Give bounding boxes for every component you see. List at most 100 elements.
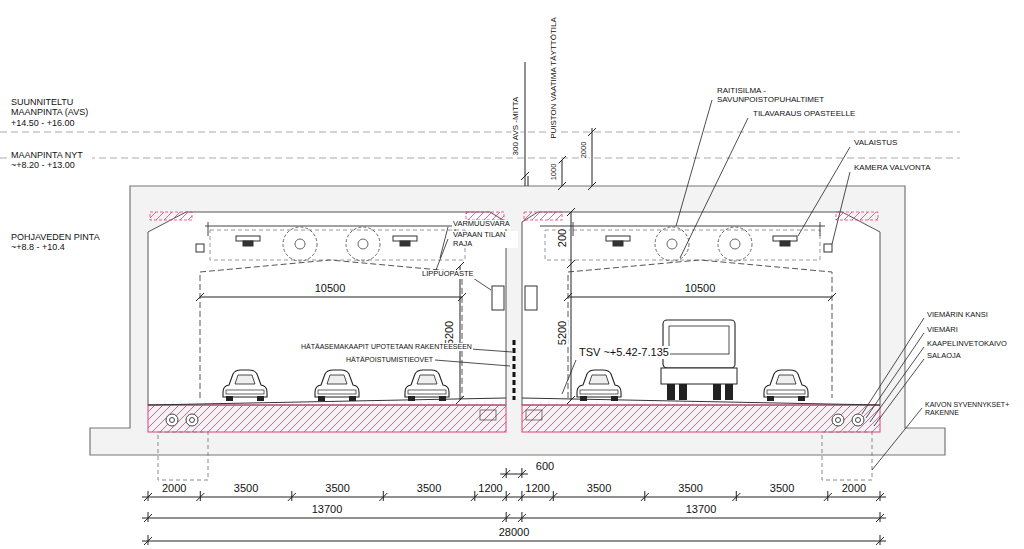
wheel xyxy=(257,396,264,401)
pipe xyxy=(186,414,198,426)
fan-hub xyxy=(667,239,677,249)
dimension-tick xyxy=(458,293,466,301)
dimension-line xyxy=(562,160,563,186)
extension-line xyxy=(148,535,149,545)
extension-line xyxy=(506,512,507,522)
dimension-value: 3500 xyxy=(324,482,350,495)
fan xyxy=(718,227,752,261)
wheel xyxy=(713,384,721,400)
car xyxy=(764,370,808,401)
extension-line xyxy=(148,512,149,522)
wheel xyxy=(318,396,325,401)
callout-label: TSV ~+5.42-7.135 xyxy=(578,346,670,359)
cable-duct xyxy=(526,410,542,420)
dimension-value: 1200 xyxy=(524,482,550,495)
hanger xyxy=(573,222,574,236)
equipment-zone xyxy=(210,230,465,260)
extension-line xyxy=(880,491,881,501)
wheel xyxy=(667,384,675,400)
wheel xyxy=(439,396,446,401)
ticket-sign xyxy=(492,286,504,310)
roof-insulation xyxy=(836,212,878,220)
car-window xyxy=(417,375,437,384)
tunnel-structure xyxy=(90,186,945,455)
tunnel-cell xyxy=(522,212,880,405)
pipe xyxy=(190,418,195,423)
dimension-line xyxy=(460,266,461,400)
callout-label: VARMUUSVARA xyxy=(452,220,511,229)
car xyxy=(405,370,449,401)
extension-line xyxy=(827,491,828,501)
equipment-zone xyxy=(545,230,820,260)
truck xyxy=(661,320,737,400)
extension-line xyxy=(200,491,201,501)
dimension-tick xyxy=(588,128,596,136)
extension-line xyxy=(644,491,645,501)
car-window xyxy=(776,375,796,384)
callout-label: VIEMÄRIN KANSI xyxy=(926,311,989,320)
wheel xyxy=(611,396,618,401)
car-window xyxy=(327,375,347,384)
callout-label: SALAOJA xyxy=(926,352,962,361)
dimension-value: 1200 xyxy=(477,482,503,495)
light-fixture xyxy=(400,241,410,246)
dimension-tick xyxy=(456,262,464,270)
clearance-envelope xyxy=(200,260,462,398)
dimension-tick xyxy=(456,396,464,404)
car-window xyxy=(235,375,255,384)
car-bumper xyxy=(408,390,446,394)
camera xyxy=(196,244,204,252)
leader-line xyxy=(680,118,748,258)
leader-line xyxy=(436,239,448,270)
leader-line xyxy=(866,333,924,418)
dimension-value: 2000 xyxy=(580,141,589,160)
dimension-value: 600 xyxy=(535,460,555,473)
road-slab xyxy=(148,405,506,432)
extension-line xyxy=(736,491,737,501)
dimension-line xyxy=(142,497,886,498)
extension-line xyxy=(148,491,149,501)
wheel xyxy=(408,396,415,401)
car-body xyxy=(405,370,449,397)
level-note: MAANPINTA NYT ~+8.20 - +13.00 xyxy=(10,150,92,171)
callout-label: TILAVARAUS OPASTEELLE xyxy=(752,109,856,118)
dimension-tick xyxy=(567,260,575,268)
dimension-value: 1000 xyxy=(550,163,559,182)
road-surface xyxy=(148,398,506,405)
dimension-value: 3500 xyxy=(586,482,612,495)
dimension-tick xyxy=(828,293,836,301)
hanger xyxy=(208,222,209,236)
dimension-tick xyxy=(558,182,566,190)
light-fixture xyxy=(606,236,630,241)
roof-insulation xyxy=(466,212,504,220)
pipe xyxy=(836,418,841,423)
dimension-line xyxy=(142,518,886,519)
dimension-value: 5200 xyxy=(556,320,569,346)
extension-line xyxy=(506,468,507,478)
dimension-note: 300 AVS -MITTA xyxy=(511,96,520,157)
dimension-tick xyxy=(558,156,566,164)
wheel xyxy=(349,396,356,401)
ground-level-line xyxy=(0,158,960,159)
dimension-tick xyxy=(521,172,529,180)
level-note: SUUNNITELTU MAANPINTA (AVS) +14.50 - +16… xyxy=(10,97,92,128)
car-bumper xyxy=(318,390,356,394)
level-note: POHJAVEDEN PINTA ~+8.8 - +10.4 xyxy=(10,232,104,253)
leader-line xyxy=(435,360,510,366)
extension-line xyxy=(291,491,292,501)
dimension-line xyxy=(500,474,528,475)
extension-line xyxy=(521,512,522,522)
dimension-line xyxy=(592,128,593,186)
callout-label: VAPAAN TILAN RAJA xyxy=(452,231,518,248)
callout-label: RAITISILMA - SAVUNPOISTOPUHALTIMET xyxy=(716,86,838,104)
truck-bumper xyxy=(661,368,737,384)
extension-line xyxy=(506,491,507,501)
cable-duct xyxy=(480,410,496,420)
dimension-value: 10500 xyxy=(314,282,347,295)
ticket-sign xyxy=(525,286,537,310)
extension-line xyxy=(880,535,881,545)
leader-line xyxy=(870,347,924,422)
roof-insulation xyxy=(150,212,192,220)
camera xyxy=(824,244,832,252)
